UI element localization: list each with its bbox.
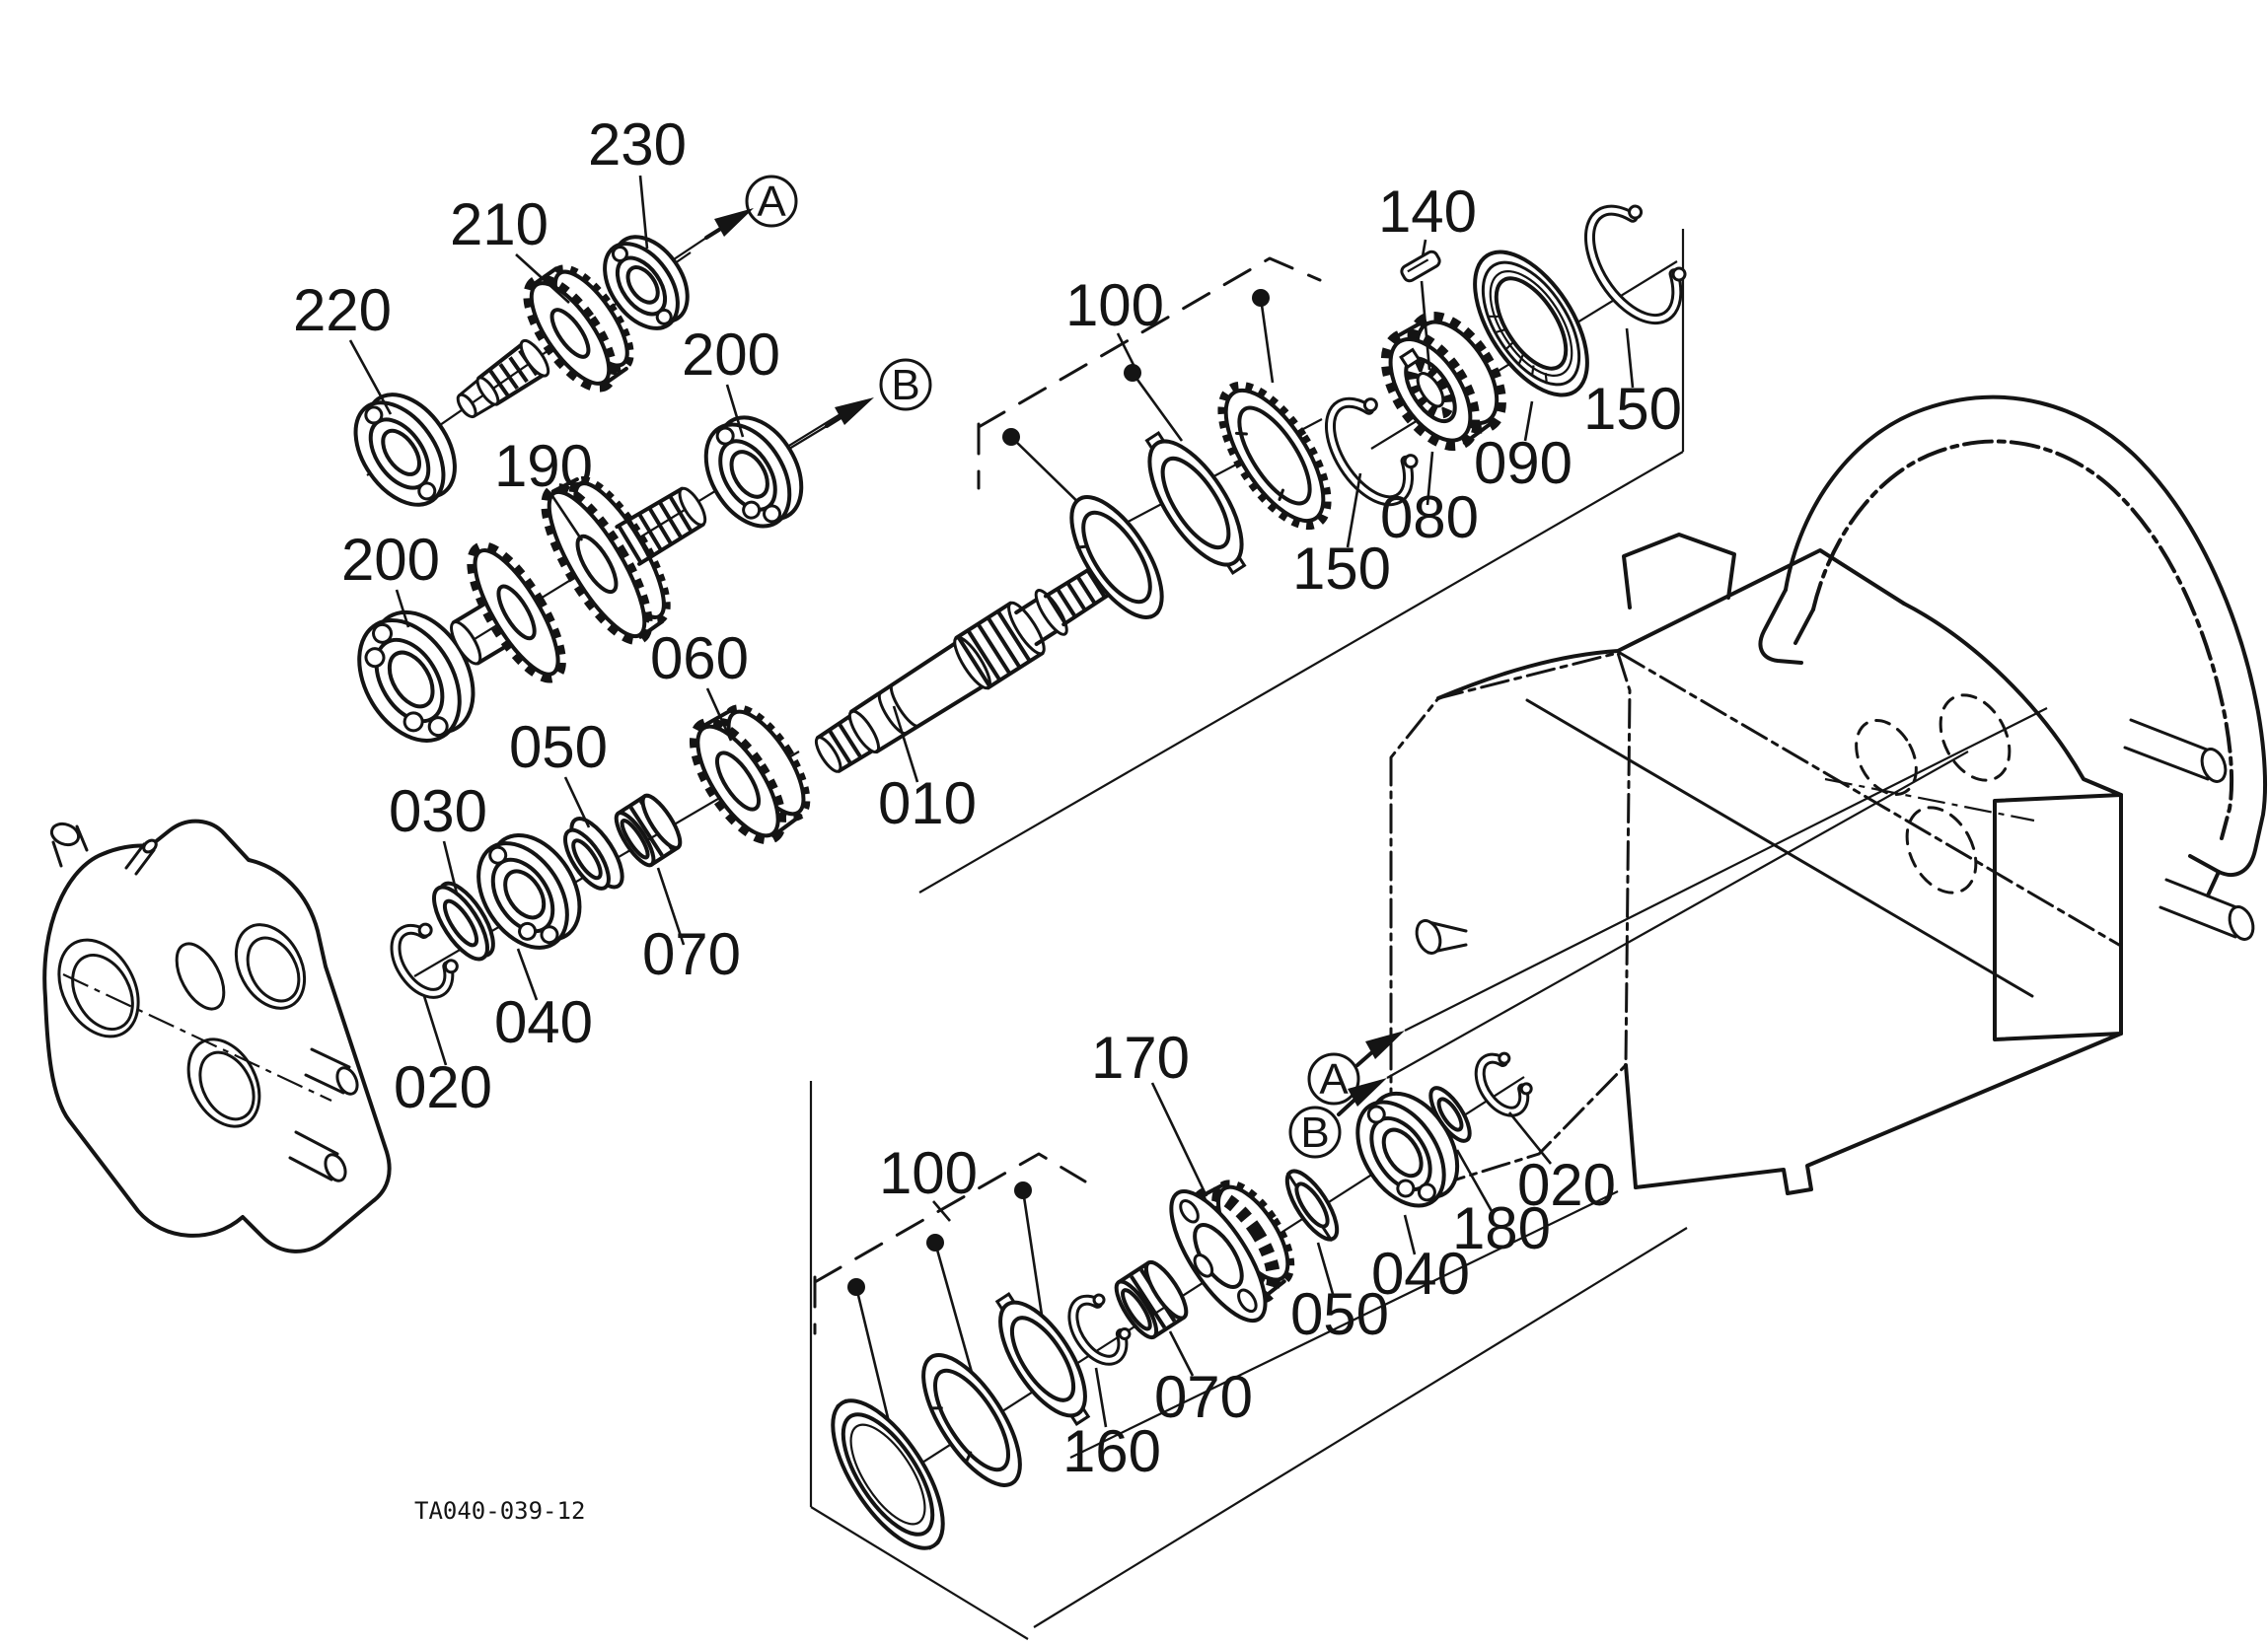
callout-150-left: 150 bbox=[1292, 536, 1391, 602]
synchro-ring-2-lower-drawing bbox=[921, 1353, 1022, 1487]
callout-180: 180 bbox=[1452, 1195, 1551, 1261]
callout-050-upper: 050 bbox=[509, 714, 608, 780]
callout-010: 010 bbox=[878, 770, 977, 836]
synchro-ring-3-lower-drawing bbox=[994, 1292, 1091, 1426]
synchro-ring-3-upper-drawing bbox=[1217, 381, 1332, 531]
bearing-220-drawing bbox=[353, 393, 457, 507]
callout-230: 230 bbox=[588, 111, 687, 178]
snap-ring-020-upper-drawing bbox=[390, 922, 459, 999]
shaft-010-drawing bbox=[814, 561, 1119, 773]
bearing-200-top-drawing bbox=[703, 415, 804, 529]
callout-040-upper: 040 bbox=[494, 989, 593, 1055]
callout-060: 060 bbox=[650, 625, 749, 691]
view-b-bottom-label: B bbox=[1300, 1109, 1329, 1157]
key-140-drawing bbox=[1400, 250, 1441, 283]
view-a-bottom-label: A bbox=[1319, 1055, 1349, 1104]
gear-060-drawing bbox=[689, 704, 811, 845]
synchro-ring-1-lower-drawing bbox=[831, 1398, 945, 1550]
drawing-number: TA040-039-12 bbox=[414, 1497, 585, 1525]
callout-labels: 230 210 220 200 190 200 060 050 030 070 … bbox=[293, 111, 1682, 1484]
snap-ring-160-drawing bbox=[1067, 1293, 1132, 1366]
snap-ring-020-lower-drawing bbox=[1474, 1051, 1533, 1117]
front-case-drawing bbox=[42, 819, 392, 1253]
callout-160: 160 bbox=[1062, 1418, 1161, 1484]
callout-070-upper: 070 bbox=[642, 921, 741, 987]
needle-bearing-070-upper-drawing bbox=[614, 793, 683, 868]
callout-070-lower: 070 bbox=[1154, 1364, 1253, 1430]
callout-190: 190 bbox=[494, 433, 593, 499]
synchro-ring-1-upper-drawing bbox=[1069, 495, 1164, 619]
callout-220: 220 bbox=[293, 277, 392, 343]
callout-150-right: 150 bbox=[1583, 376, 1682, 442]
hub-080-drawing bbox=[1380, 311, 1506, 452]
washer-050-lower-drawing bbox=[1284, 1169, 1340, 1242]
view-b-marker-top: B bbox=[788, 358, 932, 450]
ring-090-drawing bbox=[1473, 250, 1589, 397]
view-b-marker-bottom: B bbox=[1288, 751, 1969, 1159]
callout-080: 080 bbox=[1380, 484, 1479, 550]
callout-040-lower: 040 bbox=[1371, 1241, 1470, 1307]
callout-020-lower: 020 bbox=[1517, 1152, 1616, 1218]
bearing-040-lower-drawing bbox=[1355, 1091, 1460, 1208]
callout-leader-lines bbox=[348, 175, 1635, 1428]
snap-ring-150-left-drawing bbox=[1324, 396, 1419, 507]
callout-090: 090 bbox=[1474, 430, 1573, 496]
view-a-top-label: A bbox=[757, 178, 786, 226]
washer-030-drawing bbox=[432, 881, 495, 962]
view-a-marker-bottom: A bbox=[1307, 707, 2048, 1106]
view-b-top-label: B bbox=[891, 361, 919, 409]
callout-170: 170 bbox=[1091, 1025, 1190, 1091]
callout-050-lower: 050 bbox=[1290, 1281, 1389, 1347]
snap-ring-150-right-drawing bbox=[1583, 204, 1687, 325]
gear-cluster-190-drawing bbox=[450, 475, 707, 683]
callout-100-lower: 100 bbox=[879, 1140, 978, 1206]
washer-180-drawing bbox=[1428, 1086, 1472, 1143]
view-a-marker-top: A bbox=[673, 175, 798, 260]
gear-170-drawing bbox=[1169, 1180, 1295, 1324]
callout-020-upper: 020 bbox=[394, 1054, 492, 1120]
bearing-040-upper-drawing bbox=[476, 832, 582, 950]
callout-200-top: 200 bbox=[682, 322, 780, 388]
needle-bearing-070-lower-drawing bbox=[1114, 1259, 1189, 1340]
synchro-ring-2-upper-drawing bbox=[1144, 431, 1247, 575]
callout-200-left: 200 bbox=[341, 527, 440, 593]
bearing-200-left-drawing bbox=[357, 609, 476, 743]
group-plane-lines bbox=[809, 229, 1688, 1640]
group-100-lower-bracket bbox=[813, 1152, 1087, 1431]
washer-050-upper-drawing bbox=[563, 817, 624, 891]
callout-100-upper: 100 bbox=[1065, 272, 1164, 338]
callout-210: 210 bbox=[450, 191, 549, 257]
callout-030: 030 bbox=[389, 778, 487, 844]
callout-140: 140 bbox=[1378, 179, 1477, 245]
bearing-230-drawing bbox=[603, 235, 690, 330]
